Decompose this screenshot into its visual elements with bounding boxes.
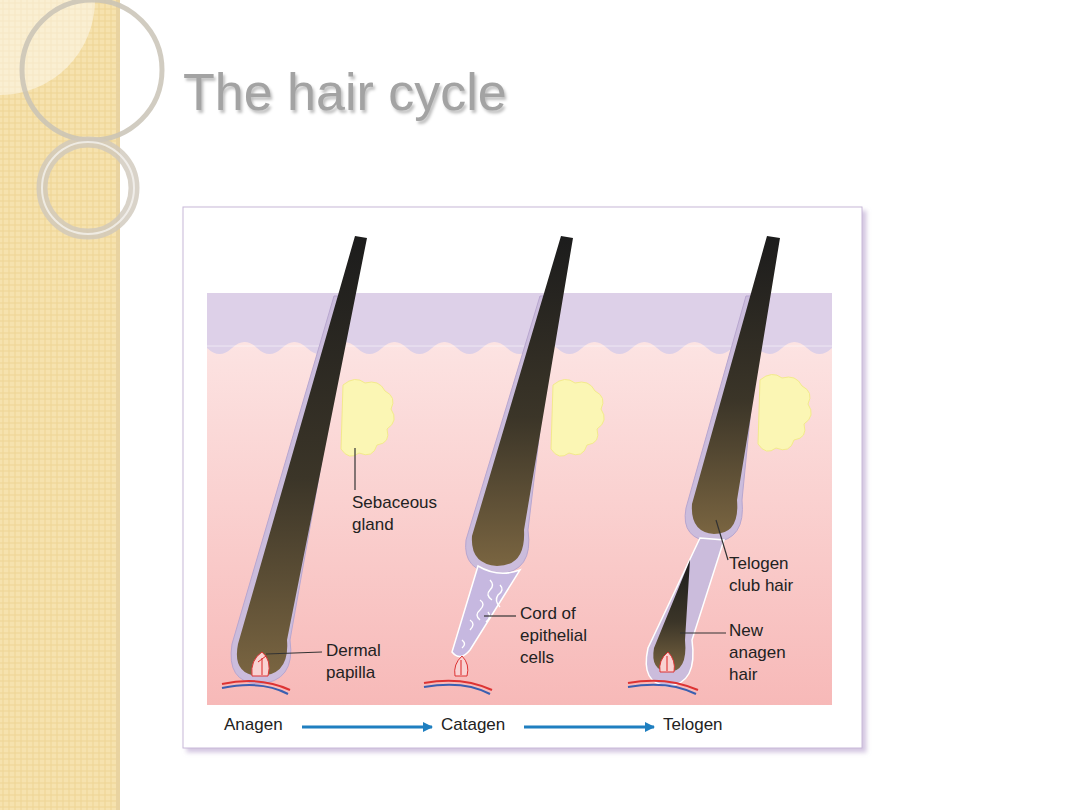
- part-label: Dermal papilla: [326, 640, 398, 684]
- part-label: Sebaceous gland: [352, 492, 452, 536]
- leader-lines: [266, 448, 728, 654]
- slide-title: The hair cycle: [183, 62, 507, 122]
- figure-frame: [183, 207, 862, 748]
- part-label: Telogen club hair: [729, 553, 819, 597]
- part-label: Cord of epithelial cells: [520, 603, 610, 669]
- stage-label: Telogen: [663, 714, 753, 736]
- stage-label: Catagen: [441, 714, 531, 736]
- side-band: [0, 0, 162, 810]
- anagen-follicle: [222, 236, 367, 694]
- catagen-follicle: [424, 236, 573, 694]
- stage-label: Anagen: [224, 714, 314, 736]
- part-label: New anagen hair: [729, 620, 801, 686]
